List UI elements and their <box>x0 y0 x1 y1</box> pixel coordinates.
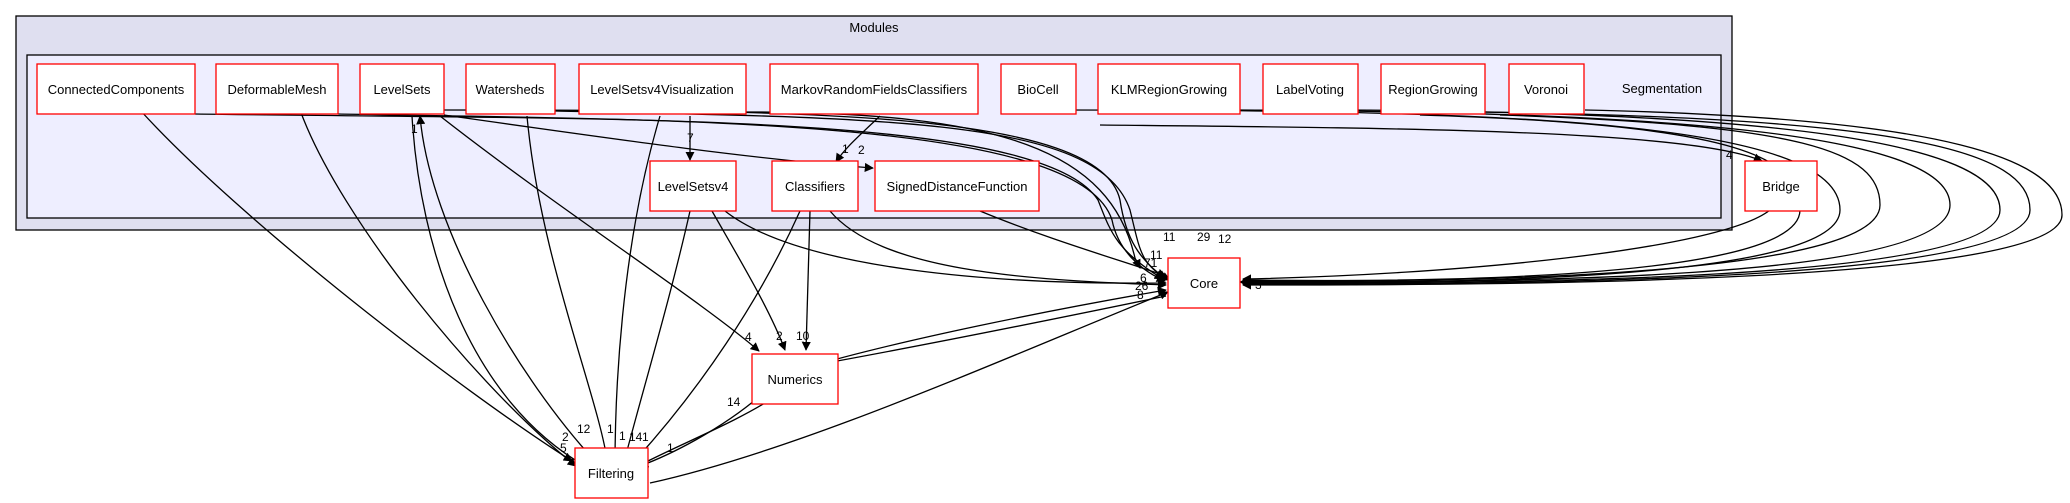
node-levelsetsv4visualization[interactable]: LevelSetsv4Visualization <box>578 63 747 115</box>
segmentation-cluster-label: Segmentation <box>1622 81 1702 96</box>
node-numerics[interactable]: Numerics <box>751 353 839 405</box>
edge-label: 1 <box>642 430 649 444</box>
edge-label: 1 <box>619 429 626 443</box>
edge-regiongrowing-core <box>1242 111 2031 289</box>
edge-numerics-core <box>804 286 1167 369</box>
edge-lsv4-filtering <box>620 210 691 467</box>
node-deformablemesh[interactable]: DeformableMesh <box>215 63 339 115</box>
node-label: RegionGrowing <box>1388 82 1478 97</box>
edge-lsv4-core <box>724 210 1167 288</box>
node-label: Bridge <box>1762 179 1800 194</box>
edge-label: 1 <box>842 142 849 156</box>
edge-label: 2 <box>562 430 569 444</box>
edge-classifiers-core <box>829 210 1167 290</box>
node-levelsetsv4[interactable]: LevelSetsv4 <box>649 160 737 212</box>
node-watersheds[interactable]: Watersheds <box>465 63 556 115</box>
edge-label: 71 <box>1144 256 1158 270</box>
edge-label: 2 <box>858 143 865 157</box>
node-label: SignedDistanceFunction <box>887 179 1028 194</box>
edge-segmentation-bridge <box>1099 124 1763 162</box>
node-core[interactable]: Core <box>1167 257 1241 309</box>
node-label: DeformableMesh <box>228 82 327 97</box>
edge-label: 2 <box>776 329 783 343</box>
edge-filtering-core <box>649 290 1169 484</box>
edge-core-numerics <box>792 295 1167 373</box>
node-signeddistancefunction[interactable]: SignedDistanceFunction <box>874 160 1040 212</box>
edge-label: 11 <box>1150 248 1163 262</box>
node-regiongrowing[interactable]: RegionGrowing <box>1380 63 1486 115</box>
node-label: LevelSetsv4 <box>658 179 729 194</box>
edge-label: 10 <box>796 329 810 343</box>
edge-label: 14 <box>629 430 643 444</box>
edge-lsv4-numerics <box>711 210 787 351</box>
edge-numerics-filtering <box>639 395 761 468</box>
edge-label: 29 <box>1197 230 1211 244</box>
node-filtering[interactable]: Filtering <box>574 447 649 499</box>
node-connectedcomponents[interactable]: ConnectedComponents <box>36 63 196 115</box>
edge-bridge-core <box>1242 209 1771 284</box>
edge-label: 7 <box>687 131 694 145</box>
node-markovrandomfieldsclassifiers[interactable]: MarkovRandomFieldsClassifiers <box>769 63 979 115</box>
edge-label: 1 <box>607 422 614 436</box>
edge-label: 12 <box>577 422 591 436</box>
node-label: Filtering <box>588 466 634 481</box>
edge-label: 6 <box>1140 271 1147 285</box>
edge-deformablemesh-core <box>337 113 1166 282</box>
edge-labelvoting-core <box>1242 109 2001 288</box>
edge-label: 12 <box>1218 232 1232 246</box>
edge-filtering-levelsets <box>416 115 596 462</box>
edge-segmentation-core-b <box>1242 114 1801 285</box>
edge-watersheds-filtering <box>526 115 612 467</box>
edge-levelsets-filtering <box>411 115 586 467</box>
edge-voronoi-core <box>1242 109 2063 290</box>
node-label: MarkovRandomFieldsClassifiers <box>781 82 968 97</box>
edge-label: 4 <box>1726 148 1733 162</box>
edge-label: 14 <box>727 395 741 409</box>
node-label: ConnectedComponents <box>48 82 185 97</box>
node-levelsets[interactable]: LevelSets <box>359 63 445 115</box>
edge-connectedcomponents-filtering <box>139 109 573 462</box>
edge-markov-classifiers <box>835 115 881 163</box>
node-bridge[interactable]: Bridge <box>1744 160 1818 212</box>
edge-label: 26 <box>1135 279 1149 293</box>
node-label: KLMRegionGrowing <box>1111 82 1227 97</box>
edges <box>139 109 2063 484</box>
edge-levelsets-numerics <box>439 115 760 352</box>
edge-label: 4 <box>745 330 752 344</box>
edge-label: 8 <box>1137 288 1144 302</box>
edge-classifiers-numerics <box>801 210 811 351</box>
node-label: Voronoi <box>1524 82 1568 97</box>
node-classifiers[interactable]: Classifiers <box>771 160 859 212</box>
edge-label: 1 <box>411 122 418 136</box>
node-voronoi[interactable]: Voronoi <box>1508 63 1585 115</box>
edge-classifiers-filtering <box>629 210 801 467</box>
modules-cluster-label: Modules <box>849 20 899 35</box>
edge-label: 1 <box>667 441 674 455</box>
node-label: Watersheds <box>476 82 545 97</box>
edge-lsv4vis-filtering <box>610 115 661 467</box>
node-label: LevelSets <box>373 82 431 97</box>
node-label: BioCell <box>1017 82 1058 97</box>
edge-label: 3 <box>1255 278 1262 292</box>
node-label: LabelVoting <box>1276 82 1344 97</box>
node-label: Classifiers <box>785 179 845 194</box>
node-biocell[interactable]: BioCell <box>1000 63 1077 115</box>
node-klmregiongrowing[interactable]: KLMRegionGrowing <box>1097 63 1241 115</box>
edge-label: 5 <box>560 441 567 455</box>
edge-deformablemesh-filtering <box>299 109 577 467</box>
edge-label: 11 <box>1163 230 1176 244</box>
edge-sdf-core <box>979 210 1167 278</box>
node-label: LevelSetsv4Visualization <box>590 82 734 97</box>
node-label: Core <box>1190 276 1218 291</box>
node-label: Numerics <box>768 372 823 387</box>
node-labelvoting[interactable]: LabelVoting <box>1262 63 1359 115</box>
edge-watersheds-core <box>554 110 1171 281</box>
